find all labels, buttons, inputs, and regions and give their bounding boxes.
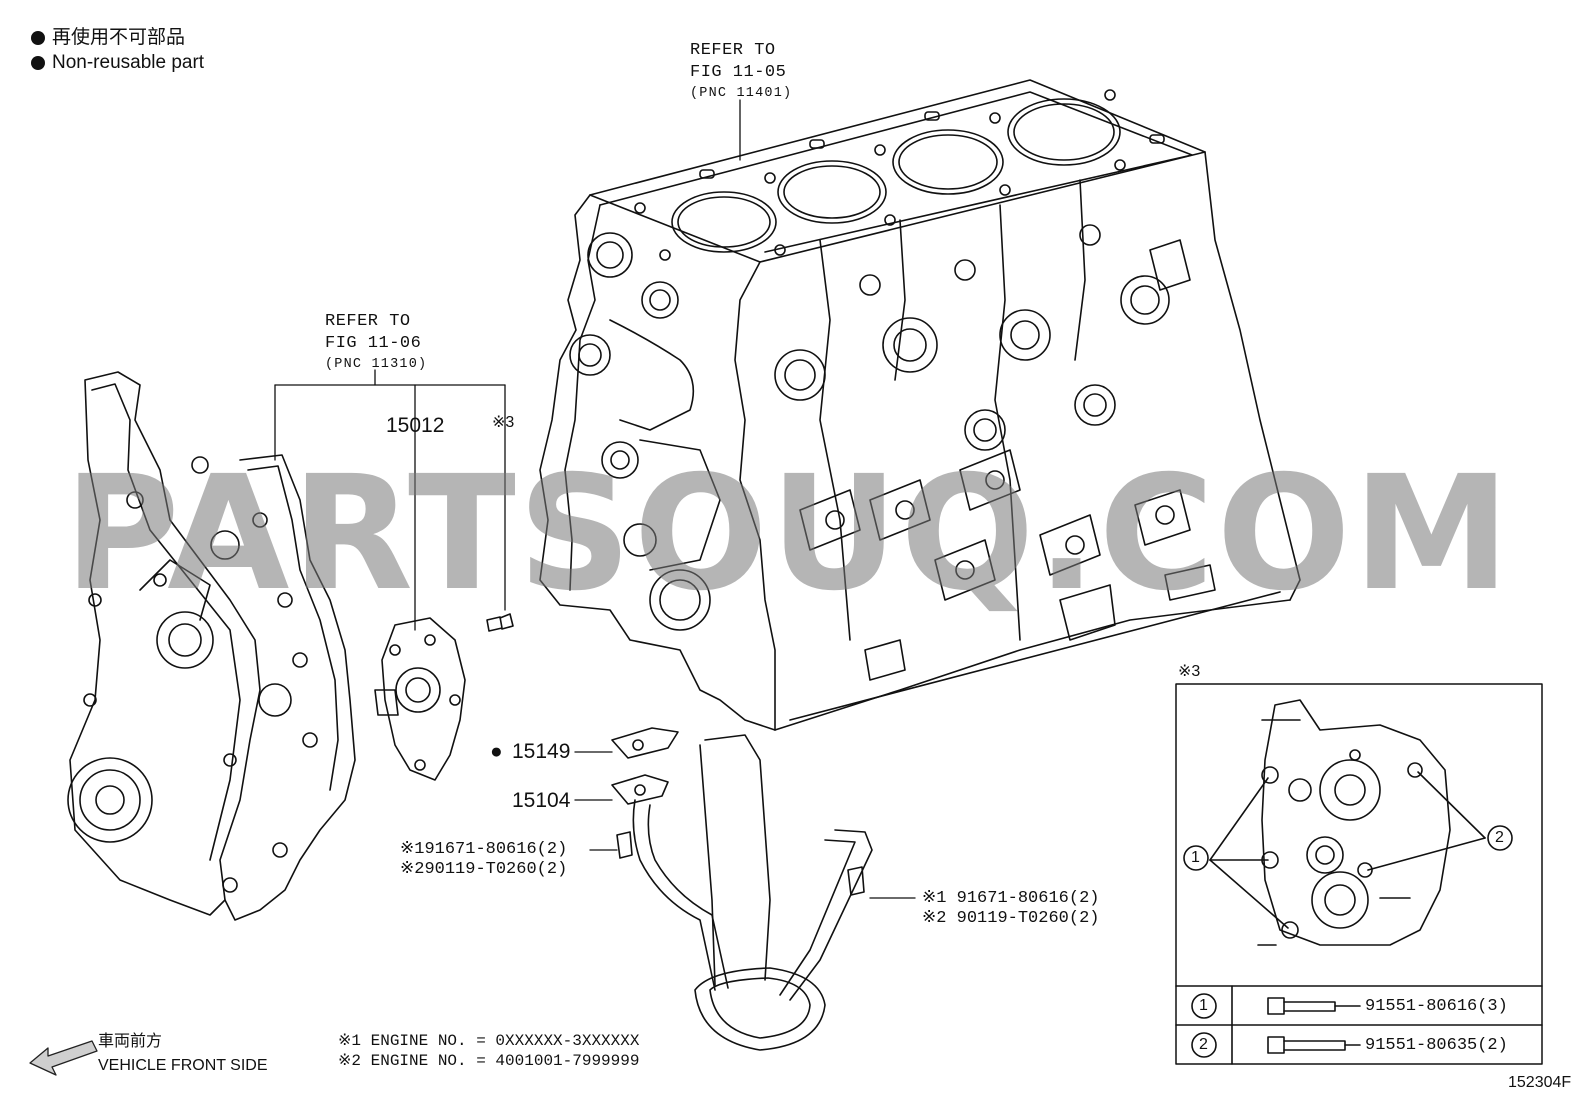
bolt-callout-right-2[interactable]: ※2 90119-T0260(2): [922, 909, 1100, 928]
engine-block-drawing: [539, 79, 1301, 731]
water-pump-drawing: [374, 613, 514, 781]
inset-row-1-part[interactable]: 91551-80616(3): [1365, 997, 1508, 1016]
front-arrow-icon: [29, 1040, 98, 1076]
part-number-gasket[interactable]: 15149: [512, 740, 571, 763]
part-number-strainer[interactable]: 15104: [512, 789, 571, 812]
inset-row-1-no: 1: [1199, 997, 1208, 1014]
figure-id: 152304F: [1508, 1074, 1572, 1091]
part-number-water-pump[interactable]: 15012: [386, 414, 445, 437]
timing-cover-drawing: [67, 371, 356, 921]
ref-cover-line2: FIG 11-06: [325, 334, 422, 353]
legend-dot: [31, 31, 45, 45]
inset-bubble-1: 1: [1191, 849, 1200, 866]
inset-row-2-part[interactable]: 91551-80635(2): [1365, 1036, 1508, 1055]
inset-row-2-no: 2: [1199, 1036, 1208, 1053]
bolt-note-mark: ※3: [492, 414, 515, 431]
inset-bubble-2: 2: [1495, 829, 1504, 846]
engine-note-1: ※1 ENGINE NO. = 0XXXXXX-3XXXXXX: [338, 1032, 640, 1050]
reference-leaders: [274, 99, 916, 899]
front-side-en: VEHICLE FRONT SIDE: [98, 1057, 268, 1074]
legend-dot: [31, 56, 45, 70]
bolt-callout-left-2[interactable]: ※290119-T0260(2): [400, 860, 568, 879]
legend-jp: 再使用不可部品: [52, 27, 186, 48]
bolt-callout-right-1[interactable]: ※1 91671-80616(2): [922, 889, 1100, 908]
ref-cover-pnc: (PNC 11310): [325, 357, 428, 372]
bolt-callout-left-1[interactable]: ※191671-80616(2): [400, 840, 568, 859]
ref-block-pnc: (PNC 11401): [690, 86, 793, 101]
front-side-jp: 車両前方: [98, 1033, 163, 1050]
legend-en: Non-reusable part: [52, 52, 205, 73]
ref-block-line2: FIG 11-05: [690, 63, 787, 82]
ref-cover-line1: REFER TO: [325, 312, 411, 331]
engine-note-2: ※2 ENGINE NO. = 4001001-7999999: [338, 1052, 640, 1070]
ref-block-line1: REFER TO: [690, 41, 776, 60]
strainer-drawing: [611, 727, 873, 1051]
non-reusable-dot: ●: [490, 740, 503, 763]
detail-inset: [1175, 683, 1543, 1065]
inset-mark: ※3: [1178, 663, 1201, 680]
